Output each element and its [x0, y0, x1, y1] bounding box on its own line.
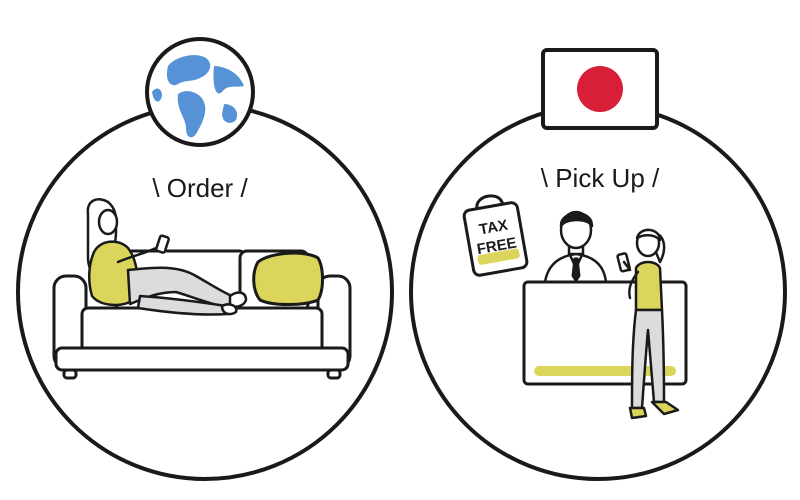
- tax-free-line2: FREE: [476, 234, 518, 258]
- order-caption: \ Order /: [152, 173, 248, 203]
- japan-flag-icon: [541, 48, 659, 130]
- staff-person: [543, 210, 608, 284]
- reclining-woman: [86, 198, 248, 316]
- globe-icon: [145, 37, 255, 147]
- order-panel: \ Order /: [16, 37, 394, 481]
- pickup-panel: \ Pick Up / TAX FREE: [409, 48, 787, 481]
- tax-free-line1: TAX: [478, 217, 509, 239]
- tax-free-bag-icon: TAX FREE: [462, 194, 529, 277]
- standing-woman: [616, 228, 680, 420]
- pickup-caption: \ Pick Up /: [541, 163, 660, 193]
- sofa-cushion: [252, 251, 324, 306]
